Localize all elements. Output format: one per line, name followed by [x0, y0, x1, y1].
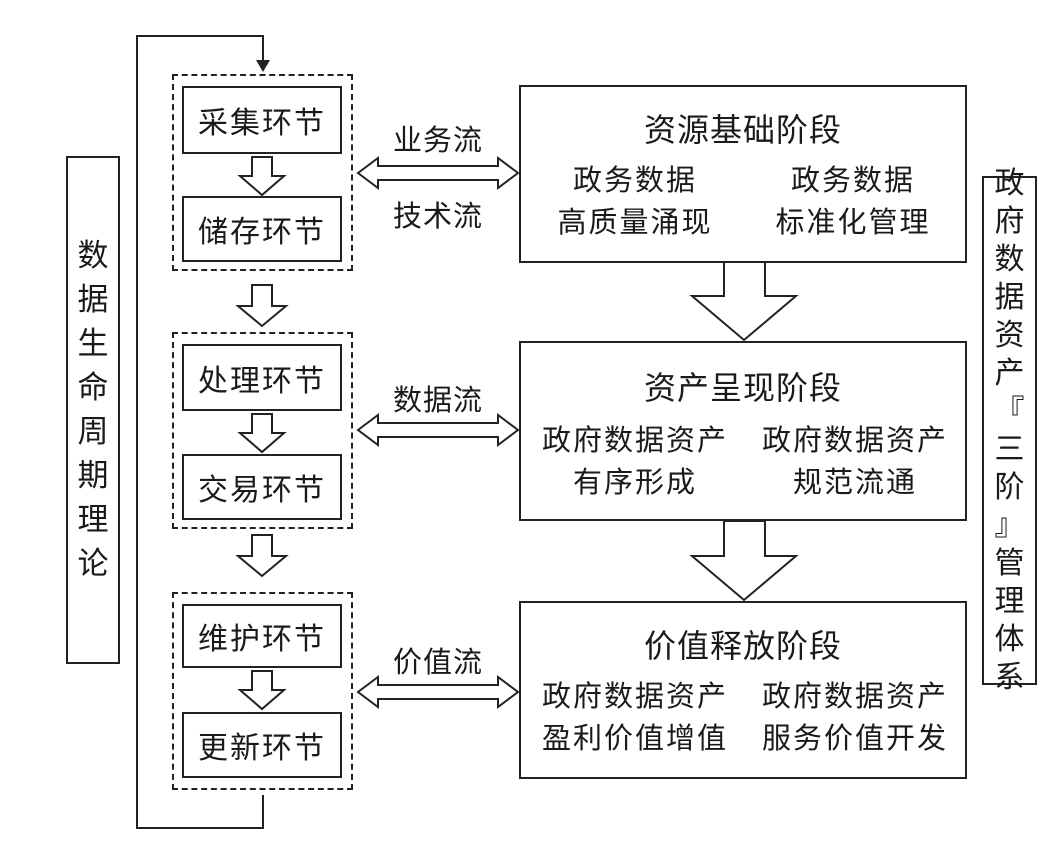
- double-arrow-flow-1: [356, 156, 520, 190]
- step-maintain: 维护环节: [182, 604, 342, 668]
- step-process: 处理环节: [182, 344, 342, 411]
- flow-label-business: 业务流: [392, 123, 483, 157]
- stage-title: 资产呈现阶段: [643, 369, 842, 407]
- vertical-label-char: 』: [994, 507, 1025, 543]
- vertical-label-char: 命: [77, 370, 109, 406]
- stage-item-right: 政府数据资产 服务价值开发: [749, 675, 961, 759]
- stage-item-line: 有序形成: [572, 465, 697, 499]
- arrow-maintain-to-update: [237, 670, 287, 711]
- vertical-label-char: 数: [77, 238, 109, 274]
- arrow-stage2-to-stage3: [689, 520, 799, 602]
- step-trade: 交易环节: [182, 454, 342, 520]
- vertical-label-char: 体: [994, 621, 1025, 657]
- step-group-3: [172, 592, 353, 790]
- feedback-loop-arrowhead: [256, 60, 270, 72]
- stage-item-line: 高质量涌现: [557, 205, 713, 239]
- vertical-label-char: 据: [994, 279, 1025, 315]
- stage-item-line: 政府数据资产: [761, 679, 948, 713]
- vertical-label-char: 据: [77, 282, 109, 318]
- arrow-collect-to-store: [237, 156, 287, 197]
- step-collect: 采集环节: [182, 86, 342, 154]
- stage-asset-presentation: 资产呈现阶段 政府数据资产 有序形成 政府数据资产 规范流通: [519, 341, 967, 521]
- stage-item-left: 政府数据资产 有序形成: [529, 419, 741, 503]
- double-arrow-flow-2: [356, 413, 520, 447]
- stage-resource-foundation: 资源基础阶段 政务数据 高质量涌现 政务数据 标准化管理: [519, 85, 967, 263]
- stage-title: 资源基础阶段: [643, 111, 842, 149]
- stage-item-line: 服务价值开发: [761, 721, 948, 755]
- arrow-stage1-to-stage2: [689, 261, 799, 342]
- vertical-label-char: 『: [994, 393, 1025, 429]
- vertical-label-char: 府: [994, 203, 1025, 239]
- stage-item-right: 政务数据 标准化管理: [753, 159, 953, 243]
- stage-item-line: 规范流通: [792, 465, 917, 499]
- feedback-loop-line: [136, 35, 264, 829]
- flow-label-value: 价值流: [392, 645, 483, 679]
- vertical-label-char: 期: [77, 458, 109, 494]
- stage-value-release: 价值释放阶段 政府数据资产 盈利价值增值 政府数据资产 服务价值开发: [519, 601, 967, 779]
- vertical-label-char: 理: [994, 583, 1025, 619]
- arrow-process-to-trade: [237, 413, 287, 454]
- stage-item-left: 政府数据资产 盈利价值增值: [529, 675, 741, 759]
- stage-item-line: 政务数据: [572, 163, 697, 197]
- step-group-2: [172, 332, 353, 529]
- vertical-label-char: 理: [77, 502, 109, 538]
- vertical-label-char: 生: [77, 326, 109, 362]
- stage-title: 价值释放阶段: [643, 627, 842, 665]
- vertical-label-char: 系: [994, 659, 1025, 695]
- stage-item-right: 政府数据资产 规范流通: [749, 419, 961, 503]
- vertical-label-char: 数: [994, 241, 1025, 277]
- three-stage-management-system-label: 政府数据资产『三阶』管理体系: [982, 166, 1037, 695]
- arrow-group2-to-group3: [235, 534, 289, 578]
- data-lifecycle-theory-label: 数据生命周期理论: [66, 156, 120, 664]
- flow-label-data: 数据流: [392, 383, 483, 417]
- stage-item-line: 政府数据资产: [541, 679, 728, 713]
- stage-item-line: 政务数据: [790, 163, 915, 197]
- stage-item-line: 盈利价值增值: [541, 721, 728, 755]
- stage-item-left: 政务数据 高质量涌现: [535, 159, 735, 243]
- double-arrow-flow-3: [356, 675, 520, 709]
- vertical-label-char: 阶: [994, 469, 1025, 505]
- vertical-label-char: 论: [77, 546, 109, 582]
- vertical-label-char: 周: [77, 414, 109, 450]
- stage-item-line: 政府数据资产: [541, 423, 728, 457]
- vertical-label-char: 管: [994, 545, 1025, 581]
- stage-item-line: 标准化管理: [775, 205, 931, 239]
- stage-item-line: 政府数据资产: [761, 423, 948, 457]
- vertical-label-char: 产: [994, 355, 1025, 391]
- step-store: 储存环节: [182, 196, 342, 262]
- step-group-1: [172, 74, 353, 271]
- flow-label-technology: 技术流: [392, 199, 483, 233]
- vertical-label-char: 三: [994, 431, 1025, 467]
- vertical-label-char: 政: [994, 165, 1025, 201]
- arrow-group1-to-group2: [235, 284, 289, 328]
- step-update: 更新环节: [182, 712, 342, 778]
- vertical-label-char: 资: [994, 317, 1025, 353]
